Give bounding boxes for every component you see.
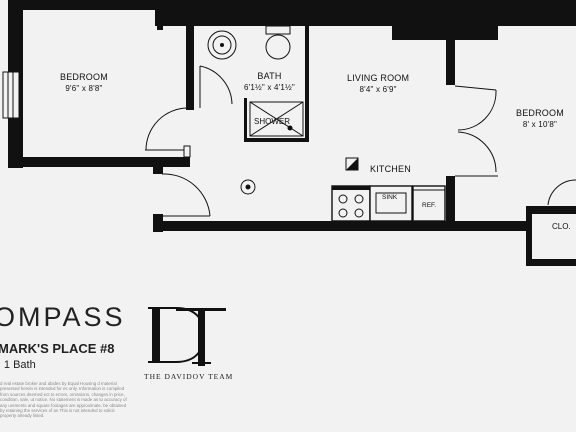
beds-baths: | 1 Bath — [0, 359, 36, 371]
wall-top-left — [10, 0, 160, 10]
team-name: THE DAVIDOV TEAM — [144, 372, 234, 381]
wall-top — [155, 0, 576, 26]
wall-stub — [157, 26, 163, 30]
sink-label: SINK — [382, 194, 398, 201]
disclaimer-text: d real estate broker and abides by Equal… — [0, 381, 127, 419]
wall-door-jamb — [153, 162, 163, 174]
wall-partition-top — [446, 40, 455, 85]
fridge-icon — [412, 185, 446, 222]
wall-bottom — [153, 221, 529, 231]
room-dimensions: 8'4" x 6'9" — [359, 85, 397, 94]
window-left — [2, 71, 20, 119]
room-bedroom-right: BEDROOM 8' x 10'8" — [516, 108, 564, 129]
room-kitchen: KITCHEN — [370, 164, 411, 174]
floor-drain-icon — [240, 179, 256, 195]
room-dimensions: 8' x 10'8" — [522, 120, 558, 129]
wall-bath-left — [186, 24, 194, 110]
wall-bath-bottom — [244, 138, 309, 142]
stove-icon — [331, 185, 371, 222]
wall-bedroom-bottom — [8, 157, 190, 167]
shower-label: SHOWER — [254, 117, 290, 126]
wall-top-right-block — [392, 20, 498, 40]
room-dimensions: 6'1½" x 4'1½" — [244, 83, 295, 92]
door-bath — [199, 65, 233, 108]
room-living: LIVING ROOM 8'4" x 6'9" — [347, 73, 409, 94]
floor-plan-drawing — [2, 0, 576, 266]
room-name: KITCHEN — [370, 164, 411, 174]
door-closet — [547, 179, 576, 206]
shower-icon — [249, 101, 304, 137]
brokerage-logo: OMPASS — [0, 302, 126, 332]
door-entry — [161, 173, 211, 217]
wall-closet-bottom — [526, 259, 576, 266]
door-bedroom-right — [454, 85, 498, 177]
listing-address: MARK'S PLACE #8 — [0, 341, 115, 356]
fridge-label: REF. — [422, 202, 437, 209]
room-dimensions: 9'6" x 8'8" — [65, 84, 103, 93]
wall-bedroom-right-top — [157, 0, 167, 24]
wall-partition-bottom — [446, 176, 455, 223]
wall-bath-right — [305, 20, 309, 142]
room-name: LIVING ROOM — [347, 73, 410, 83]
wall-bottom-left-stub — [153, 214, 163, 232]
wall-closet-top — [526, 206, 576, 214]
room-bath: BATH 6'1½" x 4'1½" — [244, 71, 295, 92]
room-name: BEDROOM — [60, 72, 108, 82]
room-name: BATH — [257, 71, 282, 81]
kitchen-marker-icon — [345, 157, 359, 171]
wall-closet-left — [526, 206, 532, 266]
davidov-monogram-logo — [148, 307, 226, 366]
sink-bath-icon — [207, 30, 237, 60]
room-name: BEDROOM — [516, 108, 564, 118]
room-bedroom-left: BEDROOM 9'6" x 8'8" — [60, 72, 108, 93]
closet-label: CLO. — [552, 222, 571, 231]
kitchen-sink-icon — [369, 185, 413, 222]
door-bedroom — [145, 107, 191, 158]
toilet-icon — [265, 25, 291, 60]
wall-shower-left — [244, 98, 247, 142]
